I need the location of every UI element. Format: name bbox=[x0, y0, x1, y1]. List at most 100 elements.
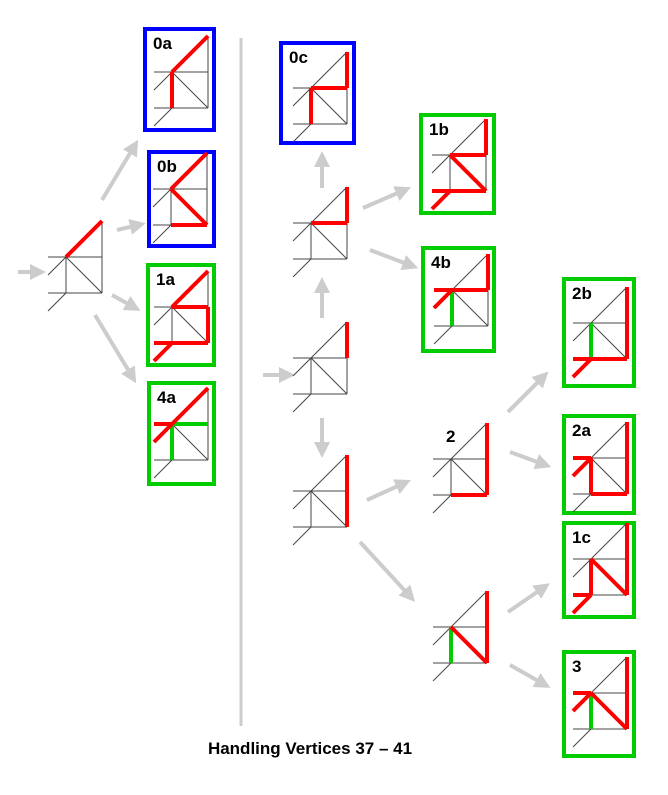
diagram-title: Handling Vertices 37 – 41 bbox=[207, 739, 413, 758]
case-label: 1b bbox=[429, 120, 449, 139]
edge-line bbox=[590, 421, 628, 459]
vertex-glyph-2: 2 bbox=[432, 422, 489, 514]
edge-line bbox=[433, 325, 453, 345]
vertex-glyph-0a: 0a bbox=[143, 27, 216, 132]
edge-line bbox=[47, 292, 67, 312]
case-box-green bbox=[562, 414, 636, 515]
transition-arrow bbox=[111, 293, 141, 311]
vertex-glyph-4b: 4b bbox=[421, 246, 496, 353]
vertex-glyph-0b: 0b bbox=[147, 150, 216, 248]
edge-line bbox=[432, 458, 452, 478]
edge-line bbox=[432, 626, 452, 646]
edge-line bbox=[171, 71, 209, 109]
transition-arrow bbox=[506, 583, 550, 614]
edge-line bbox=[152, 224, 172, 244]
edge-line bbox=[590, 457, 628, 495]
vertex-glyph-0c: 0c bbox=[279, 41, 356, 145]
vertex-glyph-1b: 1b bbox=[419, 113, 496, 215]
red-edge bbox=[589, 557, 629, 597]
transition-arrow bbox=[509, 450, 552, 470]
case-box-green bbox=[421, 246, 496, 353]
edge-line bbox=[449, 118, 487, 156]
red-edge bbox=[571, 357, 593, 379]
edge-line bbox=[292, 222, 312, 242]
edge-line bbox=[432, 494, 452, 514]
case-label: 2b bbox=[572, 284, 592, 303]
red-edge bbox=[170, 34, 210, 74]
edge-line bbox=[152, 188, 172, 208]
transition-arrow bbox=[93, 313, 137, 384]
edge-line bbox=[572, 322, 592, 342]
edge-line bbox=[153, 306, 173, 326]
red-edge bbox=[64, 219, 104, 259]
transition-arrow bbox=[506, 371, 549, 414]
edge-line bbox=[153, 71, 173, 91]
vertex-glyph-mid-upper bbox=[292, 186, 349, 278]
edge-line bbox=[310, 87, 348, 125]
red-edge bbox=[169, 151, 209, 191]
edge-line bbox=[431, 154, 451, 174]
transition-arrow bbox=[366, 479, 411, 502]
edge-line bbox=[310, 490, 348, 528]
edge-line bbox=[292, 490, 312, 510]
case-label: 0c bbox=[289, 48, 308, 67]
red-edge bbox=[152, 341, 174, 363]
edge-line bbox=[292, 123, 312, 143]
red-edge bbox=[170, 269, 210, 309]
red-edge bbox=[430, 189, 452, 211]
case-box-green bbox=[562, 521, 636, 619]
red-edge bbox=[571, 691, 593, 713]
edge-line bbox=[292, 357, 312, 377]
case-label: 3 bbox=[572, 657, 581, 676]
edge-line bbox=[310, 321, 348, 359]
vertex-glyph-mid-lower bbox=[292, 454, 349, 546]
edge-line bbox=[171, 423, 209, 461]
edge-line bbox=[292, 526, 312, 546]
vertex-glyph-1a: 1a bbox=[146, 263, 216, 367]
red-edge bbox=[589, 691, 629, 731]
edge-line bbox=[590, 286, 628, 324]
case-box-green bbox=[562, 277, 636, 388]
red-edge bbox=[170, 386, 210, 426]
case-label: 1c bbox=[572, 528, 591, 547]
edge-line bbox=[310, 357, 348, 395]
vertex-glyph-3: 3 bbox=[562, 650, 636, 758]
transition-arrow bbox=[358, 540, 416, 602]
transition-arrow bbox=[509, 663, 551, 688]
edge-line bbox=[47, 256, 67, 276]
edge-line bbox=[310, 454, 348, 492]
vertex-glyph-mid bbox=[292, 321, 349, 413]
vertex-glyph-lower bbox=[432, 590, 489, 682]
vertex-glyph-1c: 1c bbox=[562, 521, 636, 619]
case-box-blue bbox=[279, 41, 356, 145]
edge-line bbox=[451, 253, 489, 291]
case-box-green bbox=[562, 650, 636, 758]
red-edge bbox=[152, 422, 174, 444]
edge-line bbox=[153, 107, 173, 127]
edge-line bbox=[310, 186, 348, 224]
transition-arrow bbox=[369, 248, 419, 271]
red-edge bbox=[448, 153, 488, 193]
vertex-glyph-4a: 4a bbox=[147, 381, 216, 486]
edge-line bbox=[450, 422, 488, 460]
edge-line bbox=[572, 493, 592, 513]
transition-arrow bbox=[362, 186, 412, 210]
edge-line bbox=[432, 662, 452, 682]
vertex-glyph-start bbox=[47, 219, 104, 312]
case-label: 2 bbox=[446, 427, 455, 446]
edge-line bbox=[450, 590, 488, 628]
red-edge bbox=[449, 625, 489, 665]
transition-arrow bbox=[116, 219, 146, 235]
case-label: 4b bbox=[431, 253, 451, 272]
case-box-green bbox=[146, 263, 216, 367]
case-label: 2a bbox=[572, 421, 591, 440]
edge-line bbox=[292, 393, 312, 413]
case-label: 0b bbox=[157, 157, 177, 176]
edge-line bbox=[310, 222, 348, 260]
case-label: 4a bbox=[157, 388, 176, 407]
case-label: 1a bbox=[156, 270, 175, 289]
edge-line bbox=[590, 522, 628, 560]
edge-line bbox=[292, 87, 312, 107]
vertex-glyph-2b: 2b bbox=[562, 277, 636, 388]
